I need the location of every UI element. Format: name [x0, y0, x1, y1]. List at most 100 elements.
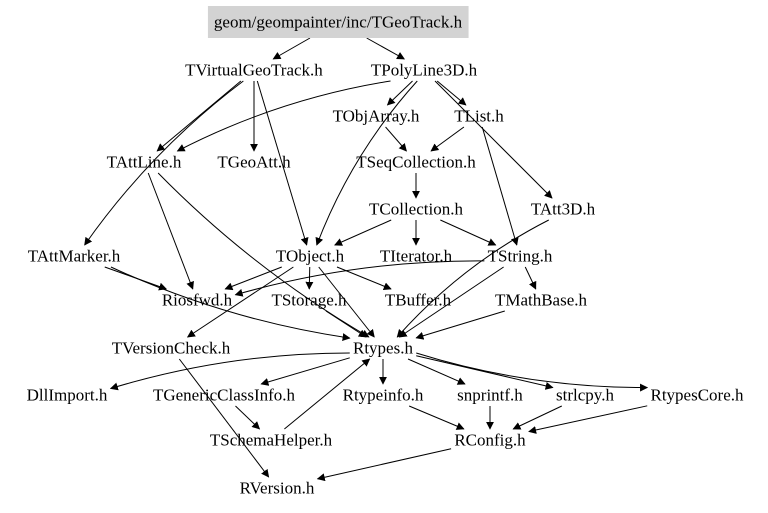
node-dllimport: DllImport.h [27, 386, 108, 405]
edge-tschemahelper-to-rtypes [284, 358, 371, 430]
edge-root-to-tpolyline3d [366, 37, 405, 60]
node-tstring: TString.h [488, 247, 553, 266]
edge-rtypescore-to-rconfig [528, 405, 648, 434]
edge-rtypes-to-strlcpy [416, 355, 554, 390]
node-tcollection: TCollection.h [369, 200, 463, 219]
node-label: DllImport.h [27, 386, 108, 405]
edge-strlcpy-to-rconfig [512, 405, 562, 430]
edge-tstring-to-riosfwd [234, 260, 485, 297]
edge-tattmarker-to-rtypes [110, 266, 351, 342]
node-label: strlcpy.h [556, 386, 614, 405]
node-snprintf: snprintf.h [457, 386, 523, 405]
node-tobject: TObject.h [276, 247, 345, 266]
node-label: TBuffer.h [385, 291, 452, 310]
edge-tgenericclassinfo-to-tschemahelper [235, 405, 261, 430]
node-label: TObject.h [276, 247, 345, 266]
edge-tpolyline3d-to-tatt3d [434, 80, 553, 199]
node-label: Riosfwd.h [162, 291, 233, 310]
node-label: TVersionCheck.h [112, 339, 231, 358]
node-riosfwd: Riosfwd.h [162, 291, 233, 310]
node-rtypescore: RtypesCore.h [650, 386, 744, 405]
node-label: TAtt3D.h [531, 200, 596, 219]
node-label: TString.h [488, 247, 553, 266]
edge-tobject-to-tstorage [305, 266, 314, 290]
node-rconfig: RConfig.h [454, 431, 526, 450]
node-label: RConfig.h [454, 431, 526, 450]
node-label: TList.h [454, 107, 504, 126]
node-tgeoatt: TGeoAtt.h [217, 153, 291, 172]
edge-rtypeinfo-to-rconfig [408, 405, 465, 430]
node-tatt3d: TAtt3D.h [531, 200, 596, 219]
node-tseqcollection: TSeqCollection.h [356, 153, 476, 172]
root-highlight [207, 6, 469, 38]
node-label: RVersion.h [240, 479, 315, 498]
edge-tstring-to-rtypes [398, 266, 504, 338]
node-tattline: TAttLine.h [107, 153, 182, 172]
edge-tvirtualgeotrack-to-tattline [156, 80, 242, 152]
node-label: TIterator.h [380, 247, 453, 266]
node-tobjarray: TObjArray.h [333, 107, 420, 126]
node-label: TSeqCollection.h [356, 153, 476, 172]
edge-tversioncheck-to-rversion [178, 358, 270, 478]
node-tgenericclassinfo: TGenericClassInfo.h [153, 386, 296, 405]
node-rversion: RVersion.h [240, 479, 315, 498]
edge-tpolyline3d-to-tobject [315, 80, 418, 246]
edge-tobject-to-riosfwd [224, 266, 282, 291]
edge-tobjarray-to-tseqcollection [385, 126, 407, 152]
edge-tpolyline3d-to-tlist [436, 80, 467, 106]
node-label: TGeoAtt.h [217, 153, 291, 172]
edge-tstorage-to-rtypes [325, 310, 367, 338]
node-tschemahelper: TSchemaHelper.h [210, 431, 333, 450]
node-label: TCollection.h [369, 200, 463, 219]
nodes-layer: geom/geompainter/inc/TGeoTrack.hTVirtual… [27, 6, 744, 498]
node-tlist: TList.h [454, 107, 504, 126]
edge-tcollection-to-tstring [440, 219, 497, 246]
node-label: snprintf.h [457, 386, 523, 405]
edge-rtypes-to-dllimport [109, 352, 350, 391]
edge-tcollection-to-tobject [334, 219, 392, 246]
node-tvirtualgeotrack: TVirtualGeoTrack.h [185, 61, 323, 80]
edge-tlist-to-tstring [481, 126, 519, 246]
node-label: TStorage.h [271, 291, 347, 310]
edge-tlist-to-tseqcollection [430, 126, 465, 152]
node-label: TGenericClassInfo.h [153, 386, 296, 405]
edge-tattline-to-riosfwd [147, 172, 194, 290]
node-rtypeinfo: Rtypeinfo.h [343, 386, 424, 405]
node-strlcpy: strlcpy.h [556, 386, 614, 405]
node-tmathbase: TMathBase.h [495, 291, 588, 310]
edge-tobject-to-tversioncheck [186, 266, 294, 338]
node-tattmarker: TAttMarker.h [28, 247, 121, 266]
node-label: TVirtualGeoTrack.h [185, 61, 323, 80]
node-tpolyline3d: TPolyLine3D.h [371, 61, 478, 80]
node-label: TAttLine.h [107, 153, 182, 172]
edge-tvirtualgeotrack-to-tobject [256, 80, 309, 246]
node-label: RtypesCore.h [650, 386, 744, 405]
node-root: geom/geompainter/inc/TGeoTrack.h [207, 6, 469, 38]
node-titerator: TIterator.h [380, 247, 453, 266]
edge-root-to-tvirtualgeotrack [272, 37, 311, 60]
edge-tvirtualgeotrack-to-tattmarker [84, 80, 244, 246]
edge-tpolyline3d-to-tobjarray [386, 80, 413, 106]
edge-tmathbase-to-rtypes [415, 310, 505, 340]
edge-rtypes-to-rtypescore [416, 352, 649, 392]
node-label: TSchemaHelper.h [210, 431, 333, 450]
edge-tstring-to-tmathbase [524, 266, 537, 290]
node-label: Rtypes.h [353, 339, 413, 358]
node-tstorage: TStorage.h [271, 291, 347, 310]
node-label: Rtypeinfo.h [343, 386, 424, 405]
node-label: TMathBase.h [495, 291, 588, 310]
node-label: TAttMarker.h [28, 247, 121, 266]
edge-rconfig-to-rversion [316, 448, 452, 482]
edges-layer [84, 37, 649, 482]
node-tversioncheck: TVersionCheck.h [112, 339, 231, 358]
node-tbuffer: TBuffer.h [385, 291, 452, 310]
edge-tpolyline3d-to-tattline [176, 80, 391, 152]
edge-rtypes-to-snprintf [407, 358, 466, 385]
node-rtypes: Rtypes.h [353, 339, 413, 358]
node-label: TObjArray.h [333, 107, 420, 126]
node-label: geom/geompainter/inc/TGeoTrack.h [214, 13, 463, 32]
edge-tatt3d-to-rtypes [396, 219, 549, 338]
node-label: TPolyLine3D.h [371, 61, 478, 80]
